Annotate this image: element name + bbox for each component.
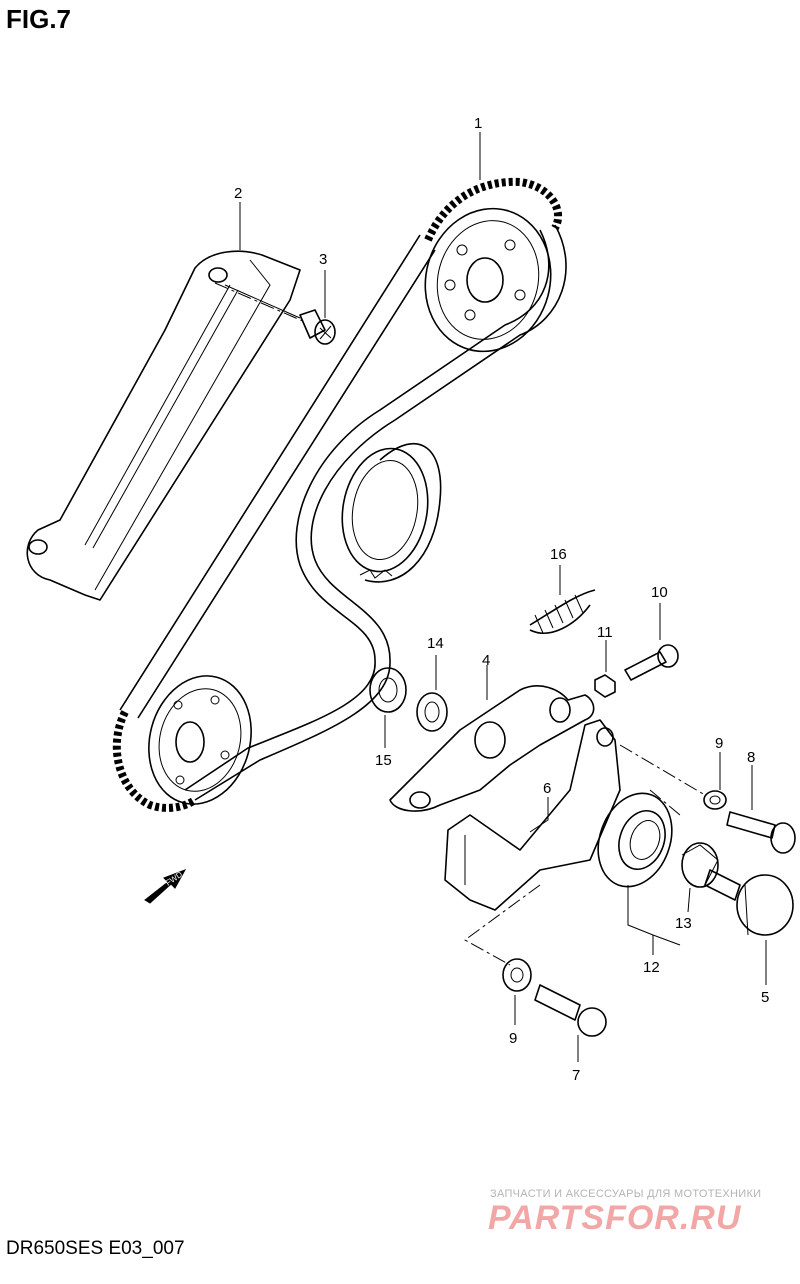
leader-lines	[239, 132, 767, 1062]
model-code: DR650SES E03_007	[6, 1238, 185, 1259]
callout-1: 1	[474, 115, 482, 132]
camshaft-sprocket	[424, 207, 552, 353]
callout-12: 12	[643, 959, 660, 976]
callout-16: 16	[550, 546, 567, 563]
washer-9-upper	[703, 790, 727, 810]
washer-14	[416, 692, 448, 732]
callout-3: 3	[319, 251, 327, 268]
bolt-10	[624, 644, 679, 681]
callout-labels: 1 2 3 4 5 6 7 8 9 9 10 11 12 13 14 15 16	[234, 115, 769, 1084]
fwd-arrow-icon: FWD	[144, 869, 187, 904]
guide-screw	[224, 284, 336, 345]
callout-14: 14	[427, 635, 444, 652]
callout-5: 5	[761, 989, 769, 1006]
callout-10: 10	[651, 584, 668, 601]
chain-guide	[26, 250, 301, 601]
washer-15	[369, 667, 407, 713]
tensioner-bushing	[681, 842, 719, 888]
callout-13: 13	[675, 915, 692, 932]
tensioner-gear	[597, 792, 673, 888]
callout-4: 4	[482, 652, 490, 669]
callout-9-upper: 9	[715, 735, 723, 752]
callout-11: 11	[597, 624, 613, 641]
tensioner-adjuster	[704, 869, 794, 936]
callout-2: 2	[234, 185, 242, 202]
callout-9-lower: 9	[509, 1030, 517, 1047]
nut-11	[594, 674, 616, 698]
bolt-8	[726, 811, 796, 854]
bolt-7	[534, 984, 607, 1037]
callout-6: 6	[543, 780, 551, 797]
intermediate-gear	[341, 442, 442, 583]
callout-15: 15	[375, 752, 392, 769]
tensioner-arm	[389, 685, 595, 812]
tensioner-bracket	[444, 719, 621, 966]
washer-9-lower	[502, 958, 532, 992]
timing-chain	[112, 177, 567, 812]
figure-title: FIG.7	[6, 4, 72, 34]
callout-8: 8	[747, 749, 755, 766]
tensioner-spring	[529, 589, 596, 634]
watermark-logo: PARTSFOR.RU	[488, 1199, 742, 1237]
watermark-tagline: ЗАПЧАСТИ И АКСЕССУАРЫ ДЛЯ МОТОТЕХНИКИ	[490, 1188, 762, 1200]
crankshaft-sprocket	[148, 675, 252, 805]
callout-7: 7	[572, 1067, 580, 1084]
